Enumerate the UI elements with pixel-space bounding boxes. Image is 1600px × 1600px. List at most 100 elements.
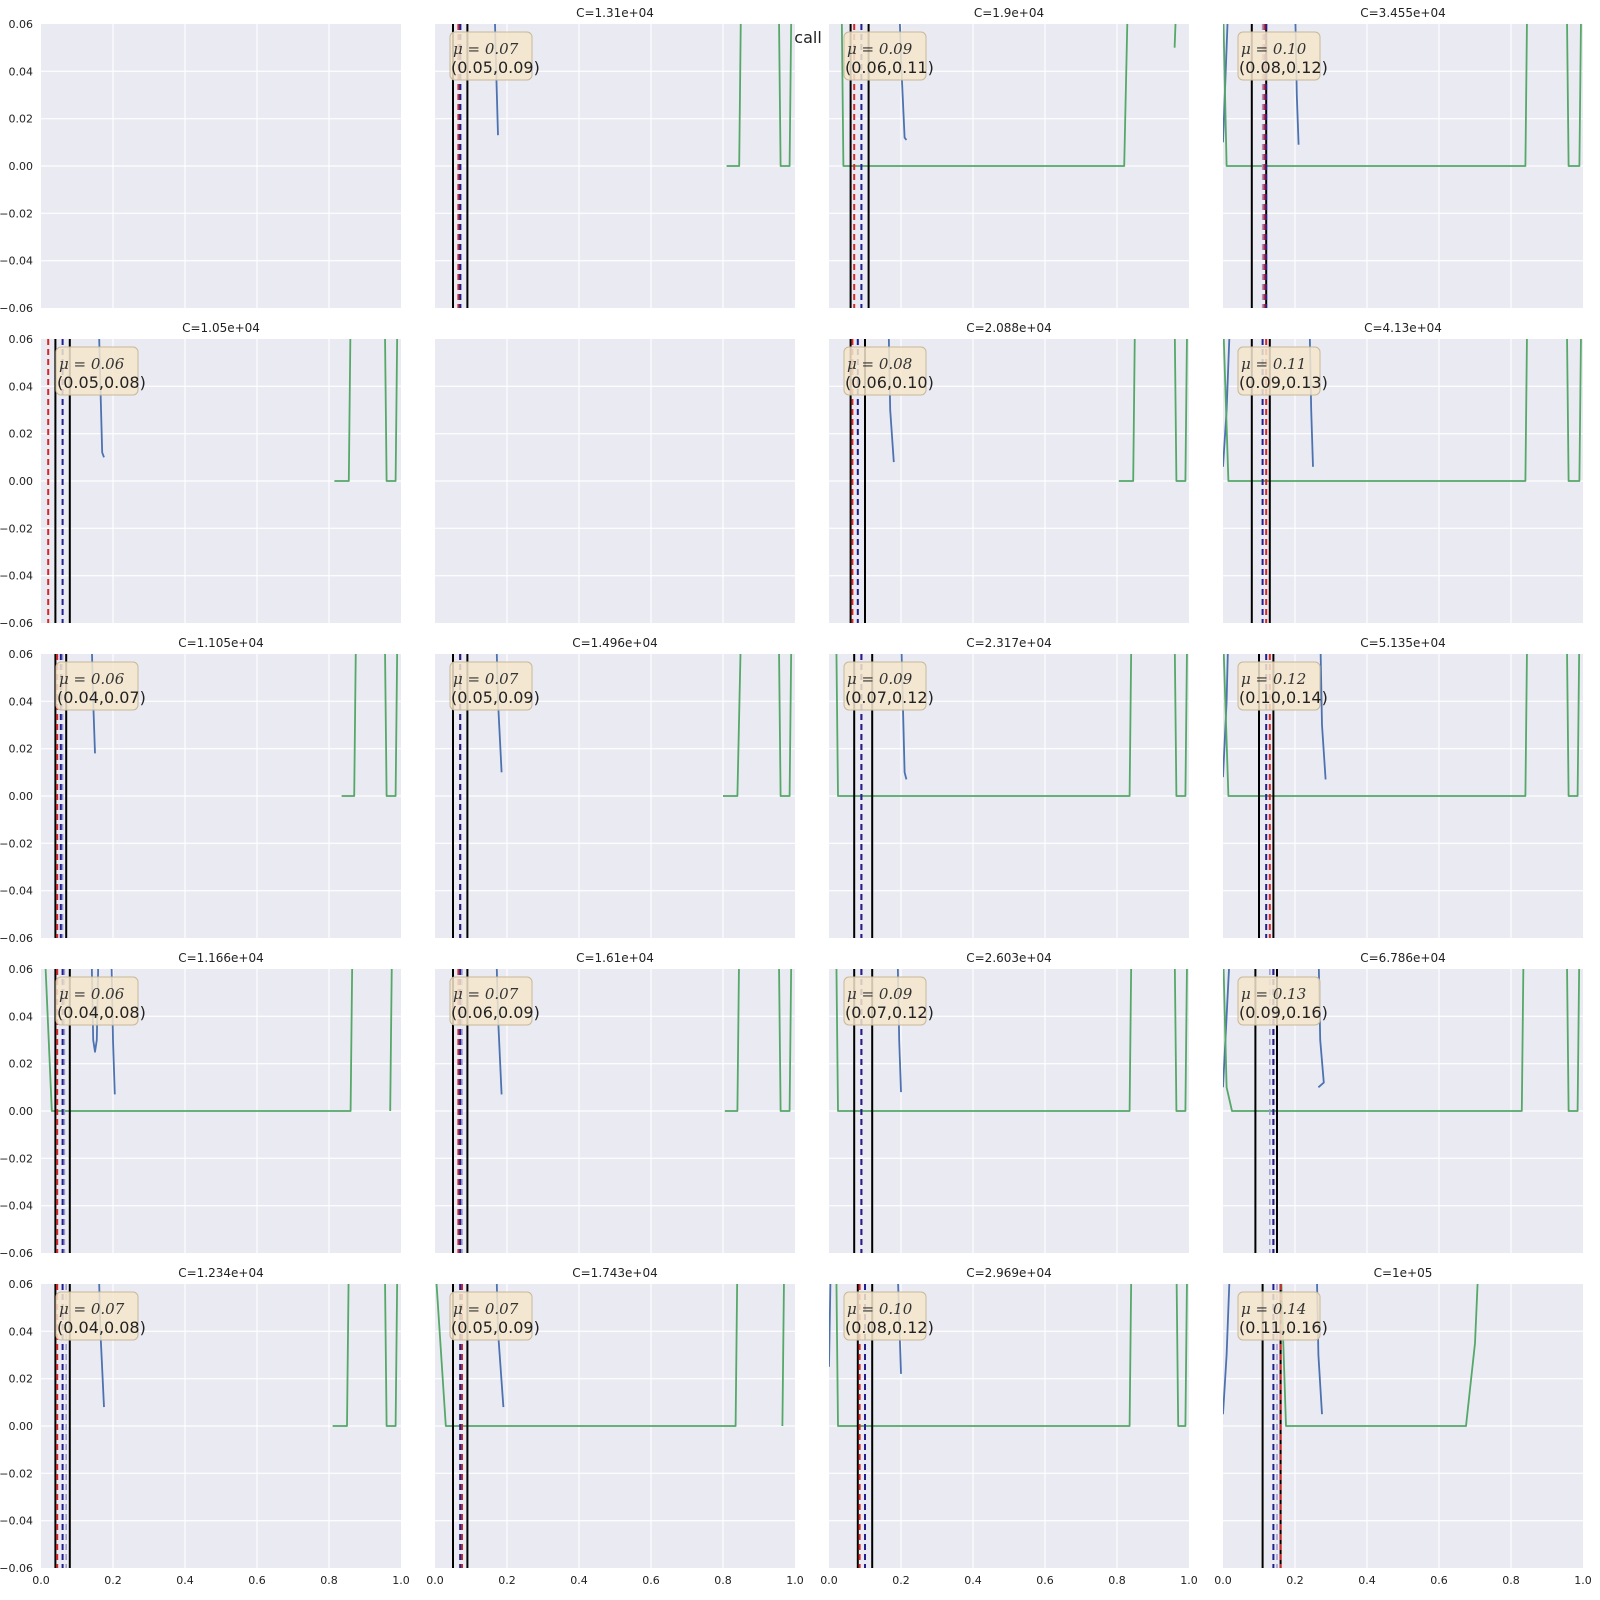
- subplot: C=4.13e+04μ = 0.11(0.09,0.13): [1223, 321, 1583, 623]
- annotation-ci: (0.08,0.12): [845, 1318, 934, 1337]
- green-series-line: [778, 24, 793, 167]
- green-series-line: [334, 339, 352, 482]
- annotation-mu: μ = 0.06: [59, 670, 125, 688]
- subplot: C=3.455e+04 μ = 0.10(0.08,0.12): [1223, 6, 1583, 308]
- subplot-title: C=1.61e+04: [576, 951, 654, 965]
- x-tick-label: 0.0: [820, 1574, 838, 1587]
- annotation-box: μ = 0.10(0.08,0.12): [843, 1291, 934, 1341]
- subplot-title: C=2.969e+04: [966, 1266, 1052, 1280]
- subplot-title: C=1.166e+04: [178, 951, 264, 965]
- annotation-background: [843, 976, 927, 1026]
- annotation-background: [843, 1291, 927, 1341]
- annotation-background: [1237, 661, 1321, 711]
- y-tick-label: 0.04: [9, 1325, 34, 1338]
- y-tick-label: −0.04: [0, 1200, 33, 1213]
- subplot-title: C=2.317e+04: [966, 636, 1052, 650]
- annotation-mu: μ = 0.09: [847, 40, 913, 58]
- subplot-title: C=1e+05: [1374, 1266, 1433, 1280]
- subplot: 0.060.040.020.00−0.02−0.04−0.06: [0, 18, 401, 315]
- annotation-box: μ = 0.07(0.05,0.09): [449, 661, 540, 711]
- annotation-ci: (0.05,0.09): [451, 1318, 540, 1337]
- green-series-line: [778, 654, 793, 797]
- annotation-mu: μ = 0.07: [59, 1300, 125, 1318]
- annotation-mu: μ = 0.09: [847, 670, 913, 688]
- y-tick-label: −0.02: [0, 1467, 33, 1480]
- y-tick-label: 0.04: [9, 695, 34, 708]
- annotation-ci: (0.04,0.07): [57, 688, 146, 707]
- blue-series-line: [1319, 654, 1327, 780]
- annotation-ci: (0.07,0.12): [845, 1003, 934, 1022]
- annotation-box: μ = 0.09(0.06,0.11): [843, 31, 934, 81]
- annotation-mu: μ = 0.14: [1241, 1300, 1306, 1318]
- annotation-ci: (0.10,0.14): [1239, 688, 1328, 707]
- y-tick-label: 0.04: [9, 1010, 34, 1023]
- green-series-line: [1173, 654, 1188, 797]
- blue-series-line: [899, 24, 908, 141]
- x-tick-label: 0.6: [1036, 1574, 1054, 1587]
- subplot: C=6.786e+04μ = 0.13(0.09,0.16): [1223, 951, 1583, 1253]
- green-series-line: [1566, 969, 1581, 1112]
- subplot-title: C=1.234e+04: [178, 1266, 264, 1280]
- annotation-box: μ = 0.07(0.05,0.09): [449, 31, 540, 81]
- green-series-line: [1118, 339, 1136, 482]
- annotation-box: μ = 0.06(0.04,0.07): [55, 661, 146, 711]
- annotation-background: [55, 976, 139, 1026]
- y-tick-label: −0.06: [0, 1562, 33, 1575]
- y-tick-label: 0.06: [9, 648, 34, 661]
- blue-series-line: [829, 1284, 832, 1367]
- annotation-ci: (0.06,0.10): [845, 373, 934, 392]
- x-tick-label: 0.8: [1108, 1574, 1126, 1587]
- blue-series-line: [1223, 1284, 1231, 1415]
- x-tick-label: 0.2: [498, 1574, 516, 1587]
- annotation-mu: μ = 0.11: [1241, 355, 1306, 373]
- y-tick-label: 0.00: [9, 475, 34, 488]
- annotation-background: [449, 976, 533, 1026]
- annotation-mu: μ = 0.12: [1241, 670, 1306, 688]
- x-tick-label: 0.0: [32, 1574, 50, 1587]
- annotation-background: [449, 661, 533, 711]
- annotation-box: μ = 0.14(0.11,0.16): [1237, 1291, 1328, 1341]
- annotation-mu: μ = 0.10: [1241, 40, 1307, 58]
- green-series-line: [726, 24, 742, 167]
- annotation-box: μ = 0.10(0.08,0.12): [1237, 31, 1328, 81]
- annotation-mu: μ = 0.06: [59, 985, 125, 1003]
- green-series-line: [384, 654, 399, 797]
- annotation-mu: μ = 0.10: [847, 1300, 913, 1318]
- plot-area: [1223, 1284, 1479, 1568]
- annotation-box: μ = 0.09(0.07,0.12): [843, 661, 934, 711]
- blue-series-line: [1223, 24, 1229, 143]
- y-tick-label: −0.02: [0, 837, 33, 850]
- annotation-ci: (0.11,0.16): [1239, 1318, 1328, 1337]
- x-tick-label: 0.8: [714, 1574, 732, 1587]
- subplot-title: C=3.455e+04: [1360, 6, 1446, 20]
- annotation-mu: μ = 0.07: [453, 670, 519, 688]
- x-tick-label: 0.2: [892, 1574, 910, 1587]
- y-tick-label: −0.02: [0, 207, 33, 220]
- green-series-line: [1223, 339, 1528, 482]
- annotation-background: [449, 31, 533, 81]
- blue-series-line: [1223, 654, 1229, 778]
- green-series-line: [781, 1284, 785, 1427]
- green-series-line: [435, 1284, 739, 1427]
- annotation-box: μ = 0.07(0.04,0.08): [55, 1291, 146, 1341]
- y-tick-label: 0.04: [9, 380, 34, 393]
- annotation-mu: μ = 0.09: [847, 985, 913, 1003]
- annotation-background: [1237, 1291, 1321, 1341]
- subplot-title: C=1.105e+04: [178, 636, 264, 650]
- green-series-line: [724, 969, 740, 1112]
- plot-area: [1223, 24, 1582, 308]
- annotation-background: [55, 1291, 139, 1341]
- y-tick-label: −0.04: [0, 1515, 33, 1528]
- annotation-ci: (0.09,0.13): [1239, 373, 1328, 392]
- annotation-background: [1237, 346, 1321, 396]
- x-tick-label: 0.4: [964, 1574, 982, 1587]
- green-series-line: [1566, 24, 1582, 167]
- annotation-background: [1237, 976, 1321, 1026]
- annotation-ci: (0.06,0.09): [451, 1003, 540, 1022]
- y-tick-label: −0.04: [0, 255, 33, 268]
- green-series-line: [723, 654, 742, 797]
- y-tick-label: −0.06: [0, 932, 33, 945]
